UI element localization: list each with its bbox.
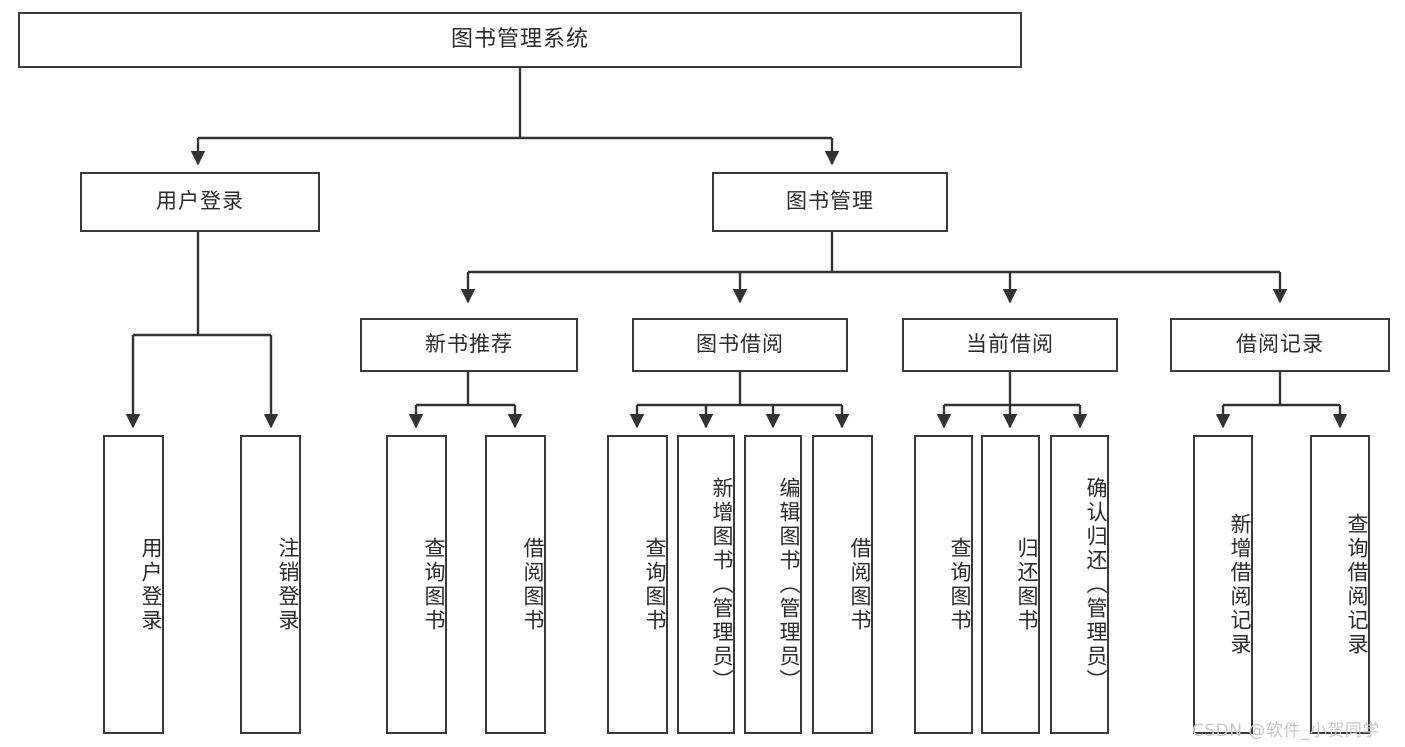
leaf-bookborrow-add-book-admin[interactable]: 新增图书（管理员） — [677, 435, 735, 734]
leaf-logout[interactable]: 注销登录 — [240, 435, 301, 734]
leaf-label: 新增图书（管理员） — [710, 476, 734, 693]
leaf-label: 查询图书 — [643, 536, 667, 633]
leaf-label: 用户登录 — [139, 536, 163, 633]
node-user-login[interactable]: 用户登录 — [80, 172, 320, 232]
leaf-user-login[interactable]: 用户登录 — [103, 435, 164, 734]
leaf-newbook-query-book[interactable]: 查询图书 — [386, 435, 447, 734]
leaf-label: 新增借阅记录 — [1228, 512, 1252, 657]
leaf-label: 借阅图书 — [848, 536, 872, 633]
leaf-label: 编辑图书（管理员） — [777, 476, 801, 693]
leaf-label: 借阅图书 — [521, 536, 545, 633]
leaf-label: 注销登录 — [276, 536, 300, 633]
node-book-borrow[interactable]: 图书借阅 — [632, 318, 848, 372]
leaf-currentborrow-query-book[interactable]: 查询图书 — [914, 435, 973, 734]
leaf-bookborrow-edit-book-admin[interactable]: 编辑图书（管理员） — [744, 435, 802, 734]
leaf-currentborrow-confirm-return-admin[interactable]: 确认归还（管理员） — [1050, 435, 1109, 734]
leaf-borrowrecord-add-record[interactable]: 新增借阅记录 — [1193, 435, 1253, 734]
leaf-bookborrow-borrow-book[interactable]: 借阅图书 — [812, 435, 873, 734]
node-root-system[interactable]: 图书管理系统 — [18, 12, 1022, 68]
node-borrow-record[interactable]: 借阅记录 — [1170, 318, 1390, 372]
node-book-management[interactable]: 图书管理 — [712, 172, 948, 232]
leaf-bookborrow-query-book[interactable]: 查询图书 — [607, 435, 668, 734]
leaf-newbook-borrow-book[interactable]: 借阅图书 — [485, 435, 546, 734]
leaf-currentborrow-return-book[interactable]: 归还图书 — [981, 435, 1040, 734]
csdn-watermark: CSDN @软件_小贺同学 — [1192, 721, 1380, 741]
leaf-borrowrecord-query-record[interactable]: 查询借阅记录 — [1310, 435, 1370, 734]
leaf-label: 归还图书 — [1015, 536, 1039, 633]
node-current-borrow[interactable]: 当前借阅 — [902, 318, 1118, 372]
node-new-book-recommend[interactable]: 新书推荐 — [360, 318, 578, 372]
leaf-label: 查询图书 — [948, 536, 972, 633]
leaf-label: 查询借阅记录 — [1345, 512, 1369, 657]
leaf-label: 查询图书 — [422, 536, 446, 633]
leaf-label: 确认归还（管理员） — [1084, 476, 1108, 693]
